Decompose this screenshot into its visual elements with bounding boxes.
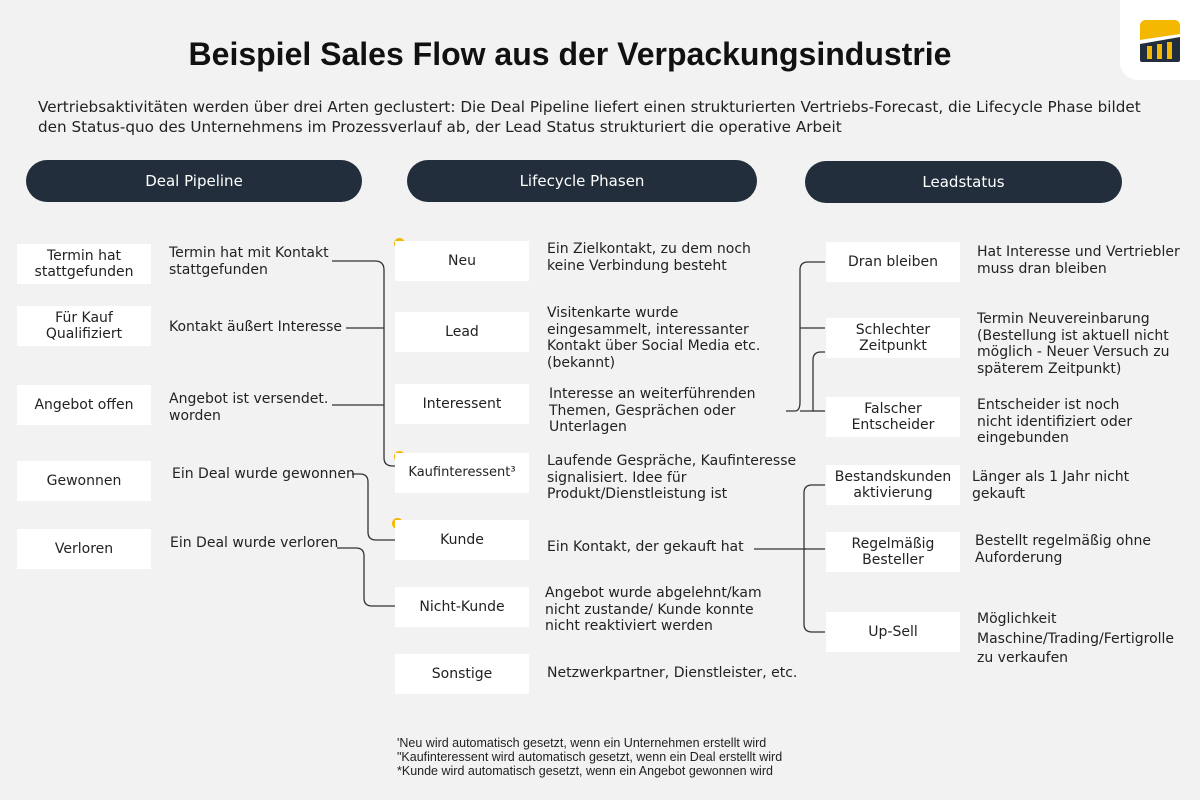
- lead-schlechter-zeitpunkt: Schlechter Zeitpunkt: [826, 318, 960, 358]
- lifecycle-desc-kaufinteressent: Laufende Gespräche, Kaufinteresse signal…: [547, 453, 797, 502]
- header-lifecycle-phasen: Lifecycle Phasen: [407, 160, 757, 202]
- lead-desc-dran-bleiben: Hat Interesse und Vertriebler muss dran …: [977, 244, 1180, 277]
- lifecycle-desc-sonstige: Netzwerkpartner, Dienstleister, etc.: [547, 665, 798, 681]
- lifecycle-interessent: Interessent: [395, 384, 529, 424]
- lead-up-sell: Up-Sell: [826, 612, 960, 652]
- chart-logo-icon: [1140, 20, 1180, 62]
- deal-stage-verloren: Verloren: [17, 529, 151, 569]
- footnote: "Kaufinteressent wird automatisch gesetz…: [397, 750, 783, 764]
- lead-regelmaessig-besteller: Regelmäßig Besteller: [826, 532, 960, 572]
- lifecycle-nicht-kunde: Nicht-Kunde: [395, 587, 529, 627]
- lead-desc-regelmaessig-besteller: Bestellt regelmäßig ohne Auforderung: [975, 533, 1151, 566]
- lifecycle-desc-neu: Ein Zielkontakt, zu dem noch keine Verbi…: [547, 241, 751, 274]
- lead-desc-up-sell: Möglichkeit Maschine/Trading/Fertigrolle…: [977, 611, 1175, 666]
- lead-falscher-entscheider: Falscher Entscheider: [826, 397, 960, 437]
- lifecycle-desc-interessent: Interesse an weiterführenden Themen, Ges…: [549, 386, 756, 435]
- deal-desc-gewonnen: Ein Deal wurde gewonnen: [172, 466, 355, 482]
- lifecycle-sonstige: Sonstige: [395, 654, 529, 694]
- lifecycle-neu: Neu: [395, 241, 529, 281]
- deal-desc-qualifiziert: Kontakt äußert Interesse: [169, 319, 342, 335]
- lead-desc-schlechter-zeitpunkt: Termin Neuvereinbarung (Bestellung ist a…: [977, 311, 1170, 377]
- deal-stage-qualifiziert: Für Kauf Qualifiziert: [17, 306, 151, 346]
- deal-stage-termin: Termin hat stattgefunden: [17, 244, 151, 284]
- header-leadstatus: Leadstatus: [805, 161, 1122, 203]
- deal-stage-angebot-offen: Angebot offen: [17, 385, 151, 425]
- deal-desc-verloren: Ein Deal wurde verloren: [170, 535, 339, 551]
- footnote: *Kunde wird automatisch gesetzt, wenn ei…: [397, 764, 773, 778]
- page-subtitle: Vertriebsaktivitäten werden über drei Ar…: [38, 98, 1141, 136]
- lead-bestandskunden-aktivierung: Bestandskunden aktivierung: [826, 465, 960, 505]
- lead-dran-bleiben: Dran bleiben: [826, 242, 960, 282]
- lifecycle-desc-kunde: Ein Kontakt, der gekauft hat: [547, 539, 744, 555]
- footnotes: 'Neu wird automatisch gesetzt, wenn ein …: [397, 736, 782, 778]
- page-title: Beispiel Sales Flow aus der Verpackungsi…: [188, 36, 952, 72]
- lifecycle-desc-nicht-kunde: Angebot wurde abgelehnt/kam nicht zustan…: [545, 585, 762, 634]
- header-deal-pipeline: Deal Pipeline: [26, 160, 362, 202]
- deal-desc-termin: Termin hat mit Kontakt stattgefunden: [169, 245, 329, 278]
- lifecycle-kaufinteressent: Kaufinteressent³: [395, 453, 529, 493]
- lead-desc-bestandskunden-aktivierung: Länger als 1 Jahr nicht gekauft: [972, 469, 1130, 502]
- lifecycle-lead: Lead: [395, 312, 529, 352]
- lifecycle-kunde: Kunde: [395, 520, 529, 560]
- deal-desc-angebot-offen: Angebot ist versendet. worden: [169, 391, 329, 424]
- lifecycle-desc-lead: Visitenkarte wurde eingesammelt, interes…: [547, 305, 761, 371]
- deal-stage-gewonnen: Gewonnen: [17, 461, 151, 501]
- lead-desc-falscher-entscheider: Entscheider ist noch nicht identifiziert…: [977, 397, 1133, 446]
- footnote: 'Neu wird automatisch gesetzt, wenn ein …: [397, 736, 767, 750]
- logo: [1120, 0, 1200, 80]
